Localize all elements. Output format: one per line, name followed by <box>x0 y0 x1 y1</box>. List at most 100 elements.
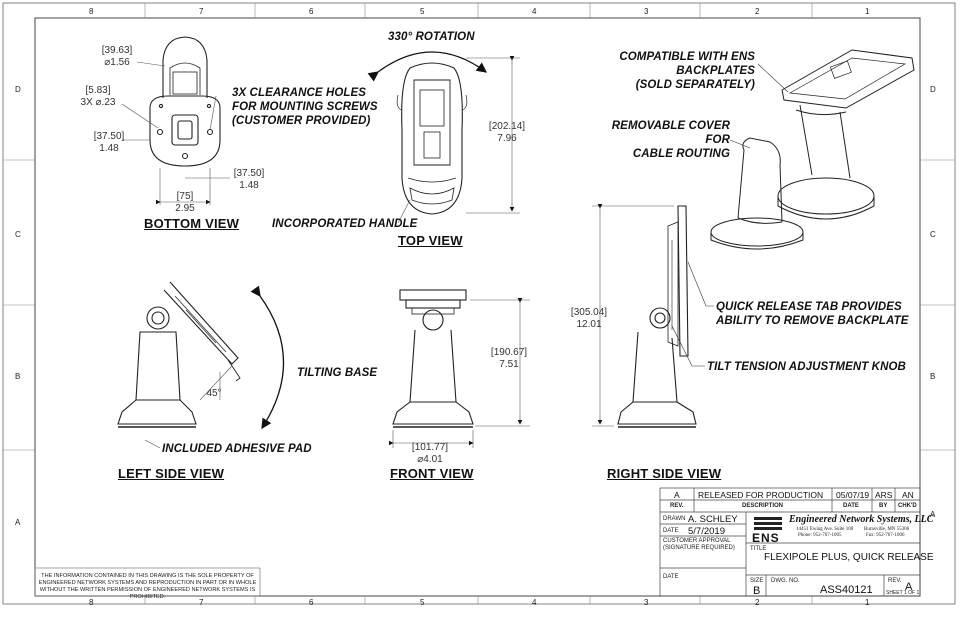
disclaimer-box <box>34 567 261 597</box>
zone-label: C <box>15 230 21 239</box>
disclaimer-text: THE INFORMATION CONTAINED IN THIS DRAWIN… <box>38 573 257 600</box>
angle-label: 45° <box>206 388 222 399</box>
dimension-imperial: ⌀1.56 <box>104 57 130 68</box>
front-view-dim-lines <box>388 297 530 448</box>
left-view-leaders <box>144 365 233 449</box>
rev-label: REV. <box>888 578 902 584</box>
dimension-metric: [101.77] <box>411 442 449 453</box>
right-view-dim-lines <box>592 203 674 427</box>
zone-label: 7 <box>199 598 204 607</box>
company-name: Engineered Network Systems, LLC <box>789 514 934 525</box>
sheet-border <box>2 2 956 605</box>
company-address: 14451 Ewing Ave. Suite 100 <box>796 527 854 532</box>
dimension-metric: [305.04] <box>570 307 608 318</box>
callout-line: FOR MOUNTING SCREWS <box>232 101 378 113</box>
right-side-view-title: RIGHT SIDE VIEW <box>607 466 722 481</box>
rev-value: A <box>905 581 913 593</box>
dimension-metric: [202.14] <box>488 121 526 132</box>
zone-label: 1 <box>865 598 870 607</box>
zone-label: C <box>930 230 936 239</box>
dimension-label: [5.83] 3X ⌀.23 <box>72 85 124 109</box>
zone-label: 2 <box>755 7 760 16</box>
callout-line: REMOVABLE COVER FOR <box>611 120 730 146</box>
right-side-view-drawing <box>617 205 697 428</box>
zone-label: 6 <box>309 7 314 16</box>
callout-line: COMPATIBLE WITH ENS BACKPLATES <box>619 51 755 77</box>
dimension-label: [37.50] 1.48 <box>90 131 128 155</box>
dimension-imperial: 1.48 <box>239 180 259 191</box>
tilting-base-callout: TILTING BASE <box>297 367 378 379</box>
zone-label: 6 <box>309 598 314 607</box>
dimension-imperial: 1.48 <box>99 143 119 154</box>
zone-label: A <box>930 510 936 519</box>
zone-label: 1 <box>865 7 870 16</box>
tilt-arrow <box>250 285 285 430</box>
zone-label: 4 <box>532 7 537 16</box>
dimension-imperial: 7.96 <box>497 133 517 144</box>
cover-callout: REMOVABLE COVER FOR CABLE ROUTING <box>585 119 730 161</box>
dimension-metric: [39.63] <box>101 45 133 56</box>
dimension-imperial: 12.01 <box>576 319 602 330</box>
top-view-dim-lines <box>397 55 520 224</box>
callout-line: CABLE ROUTING <box>632 148 730 160</box>
left-side-view-title: LEFT SIDE VIEW <box>118 466 225 481</box>
header-by: BY <box>879 503 888 509</box>
front-view-title: FRONT VIEW <box>390 466 474 481</box>
dimension-metric: [37.50] <box>233 168 265 179</box>
rev-description: RELEASED FOR PRODUCTION <box>698 490 824 500</box>
dimension-label: [39.63] ⌀1.56 <box>96 45 138 69</box>
rev-date: 05/07/19 <box>836 490 870 500</box>
callout-line: QUICK RELEASE TAB PROVIDES <box>716 301 902 313</box>
callout-line: 3X CLEARANCE HOLES <box>232 87 367 99</box>
dwg-no-value: ASS40121 <box>820 584 873 596</box>
dimension-label: [101.77] ⌀4.01 <box>405 442 455 466</box>
zone-label: 8 <box>89 7 94 16</box>
company-city: Burnsville, MN 55306 <box>864 527 910 532</box>
dimension-label: [37.50] 1.48 <box>230 168 268 192</box>
dimension-metric: [5.83] <box>85 85 111 96</box>
zone-label: 3 <box>644 7 649 16</box>
sheet-number: SHEET 1 OF 1 <box>886 590 920 596</box>
left-side-view-drawing <box>117 281 241 428</box>
dimension-metric: [190.67] <box>490 347 528 358</box>
dimension-imperial: 7.51 <box>499 359 519 370</box>
dimension-label: [305.04] 12.01 <box>566 307 612 331</box>
dwg-no-label: DWG. NO. <box>771 578 800 584</box>
drawn-label: DRAWN <box>663 516 686 522</box>
company-phone: Phone: 952-767-1005 <box>798 533 842 538</box>
callout-line: ABILITY TO REMOVE BACKPLATE <box>716 315 909 327</box>
zone-label: 4 <box>532 598 537 607</box>
zone-label: D <box>15 85 21 94</box>
dimension-label: [202.14] 7.96 <box>484 121 530 145</box>
dimension-label: [190.67] 7.51 <box>486 347 532 371</box>
zone-label: 2 <box>755 598 760 607</box>
dimension-imperial: ⌀4.01 <box>417 454 443 465</box>
dimension-label: [75] 2.95 <box>168 191 202 215</box>
header-rev: REV. <box>670 503 684 509</box>
dimension-imperial: 3X ⌀.23 <box>80 97 116 108</box>
date-label: DATE <box>663 528 679 534</box>
rev-by: ARS <box>875 490 893 500</box>
rotation-arrow <box>367 51 488 82</box>
header-checked: CHK'D <box>898 503 917 509</box>
quick-release-callout: QUICK RELEASE TAB PROVIDES ABILITY TO RE… <box>716 300 908 328</box>
title-label: TITLE <box>750 546 767 552</box>
customer-approval-label: CUSTOMER APPROVAL (SIGNATURE REQUIRED) <box>663 538 735 552</box>
dimension-imperial: 2.95 <box>175 203 195 214</box>
size-label: SIZE <box>750 578 764 584</box>
top-view-drawing <box>396 62 468 215</box>
zone-ticks <box>3 3 955 604</box>
drawing-title: FLEXIPOLE PLUS, QUICK RELEASE <box>764 552 934 563</box>
zone-label: B <box>15 372 21 381</box>
front-view-drawing <box>392 289 474 428</box>
zone-label: 7 <box>199 7 204 16</box>
dimension-metric: [37.50] <box>93 131 125 142</box>
company-fax: Fax: 952-767-1006 <box>866 533 905 538</box>
approval-line: CUSTOMER APPROVAL <box>663 538 731 544</box>
bottom-view-title: BOTTOM VIEW <box>144 216 240 231</box>
drawn-value: A. SCHLEY <box>688 514 738 525</box>
isometric-drawing <box>710 49 915 250</box>
zone-label: 3 <box>644 598 649 607</box>
zone-label: 5 <box>420 598 425 607</box>
